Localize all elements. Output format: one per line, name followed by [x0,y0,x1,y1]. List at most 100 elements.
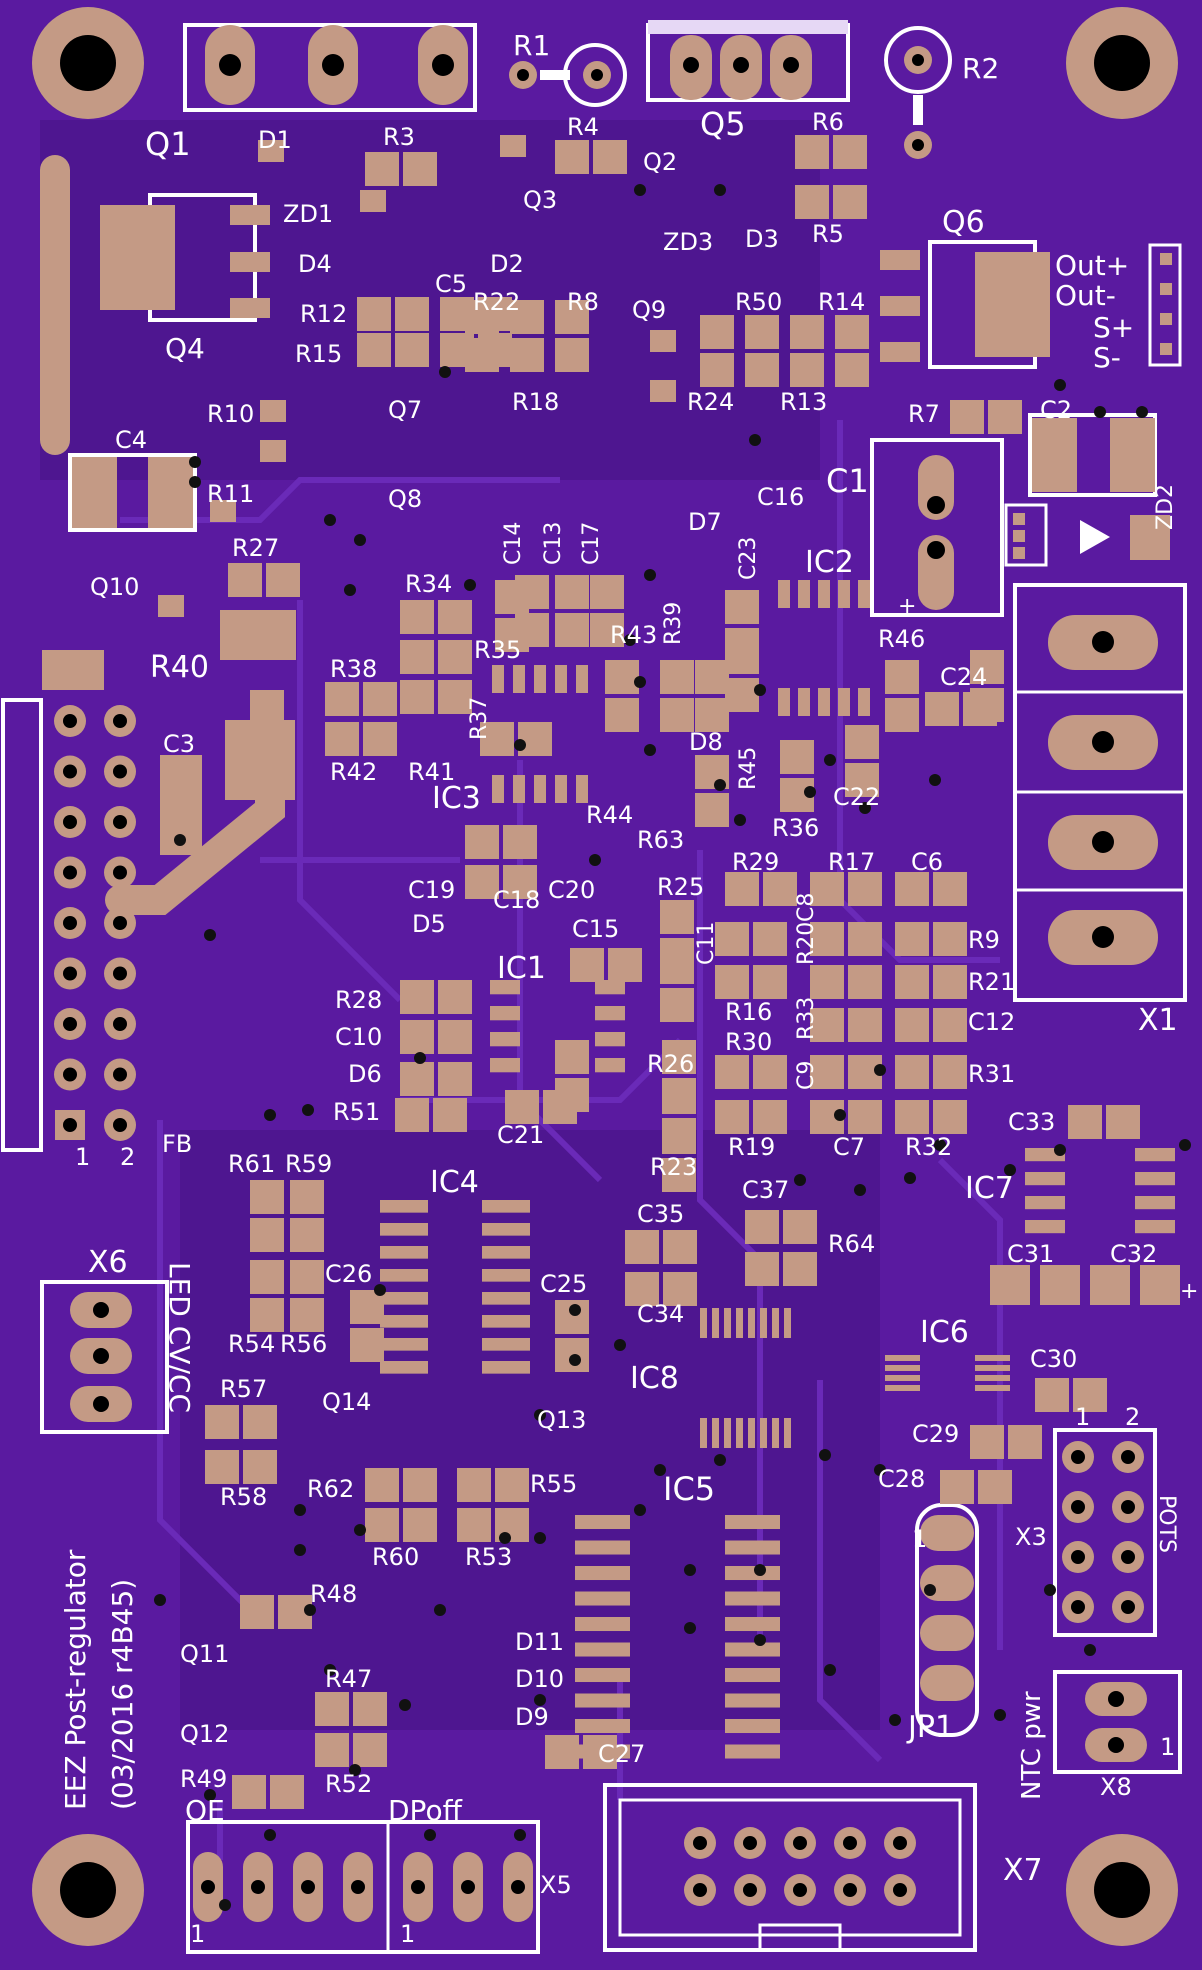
ic2-pad [778,580,790,608]
via [824,1664,836,1676]
label-r42: R42 [330,758,377,786]
ic6-pad [885,1355,920,1361]
ic2-pad [818,688,830,716]
ic2-pad [798,688,810,716]
smd-pad [753,1100,787,1134]
x7-pin-drill [843,1883,857,1897]
ic4-pad [380,1338,428,1351]
via [714,1454,726,1466]
via [1054,379,1066,391]
smd-pad [555,300,589,334]
smd-pad [895,1055,929,1089]
via [614,1339,626,1351]
ic8-pad [784,1418,791,1448]
mounting-hole-tr [1066,7,1178,119]
smd-pad [583,1735,617,1769]
ic3-pad [555,775,567,803]
smd-pad [650,380,676,402]
ic7-pad [1135,1148,1175,1162]
smd-pad [365,1468,399,1502]
label-d4: D4 [298,250,332,278]
label-q11: Q11 [180,1640,229,1668]
ic6-pad [885,1385,920,1391]
label-out_minus: Out- [1055,279,1116,312]
via [324,1664,336,1676]
smd-pad [700,315,734,349]
via [589,854,601,866]
smd-pad [363,682,397,716]
label-x7: X7 [1003,1853,1043,1888]
smd-pad [780,740,814,774]
label-r53: R53 [465,1543,512,1571]
revision-text: (03/2016 r4B45) [106,1579,139,1810]
smd-pad [270,1775,304,1809]
smd-pad [555,1040,589,1074]
label-r16: R16 [725,998,772,1026]
smd-pad [810,1055,844,1089]
ic4-pad [482,1338,530,1351]
pin1-label: 1 [912,1525,927,1553]
smd-pad [505,1090,539,1124]
smd-pad [1068,1105,1102,1139]
label-r27: R27 [232,534,279,562]
smd-pad [210,500,236,522]
label-q7: Q7 [388,396,422,424]
brand-text: EEZ Post-regulator [59,1549,92,1810]
label-c25: C25 [540,1270,587,1298]
ic2-pad [838,580,850,608]
ic8-pad [736,1418,743,1448]
smd-pad [605,698,639,732]
label-q14: Q14 [322,1388,371,1416]
smd-pad [933,1055,967,1089]
ic6-pad [885,1375,920,1381]
ic1-pad [595,1032,625,1047]
smd-pad [625,1272,659,1306]
label-ic8: IC8 [630,1361,679,1396]
smd-pad [555,140,589,174]
ic5-pad [575,1693,630,1708]
smd-pad [357,297,391,331]
smd-pad [503,865,537,899]
ic3-pad [534,665,546,693]
ic8-pad [784,1308,791,1338]
x7-pin-drill [693,1836,707,1850]
ic4-pad [482,1246,530,1259]
smd-pad [510,338,544,372]
via [819,1449,831,1461]
ic7-pad [1025,1172,1065,1186]
smd-pad [438,640,472,674]
x2-pin-drill [113,1017,127,1031]
via [534,1694,546,1706]
ic8-pad [712,1418,719,1448]
smd-pad [258,140,284,162]
ic3-pad [492,775,504,803]
x7-pin-drill [793,1883,807,1897]
x2-pin-drill [113,1067,127,1082]
smd-pad [555,1078,589,1112]
label-ic4: IC4 [430,1165,479,1200]
smd-pad [545,1735,579,1769]
x5-pin-drill [351,1880,365,1894]
smd-pad [395,297,429,331]
via [354,534,366,546]
ic5-pad [725,1591,780,1606]
via [994,1709,1006,1721]
smd-pad [365,1508,399,1542]
smd-pad [895,1008,929,1042]
label-r34: R34 [405,570,452,598]
via [514,739,526,751]
label-r48: R48 [310,1580,357,1608]
ic5-pad [725,1566,780,1581]
c14-label: C14 [501,522,526,565]
label-q3: Q3 [523,186,557,214]
x2-pin-drill [63,1067,77,1082]
label-r19: R19 [728,1133,775,1161]
via [904,1172,916,1184]
ic8-pad [748,1418,755,1448]
smd-pad [695,793,729,827]
smd-pad [495,580,529,614]
smd-pad [570,948,604,982]
smd-pad [885,698,919,732]
smd-pad [885,660,919,694]
label-r15: R15 [295,340,342,368]
